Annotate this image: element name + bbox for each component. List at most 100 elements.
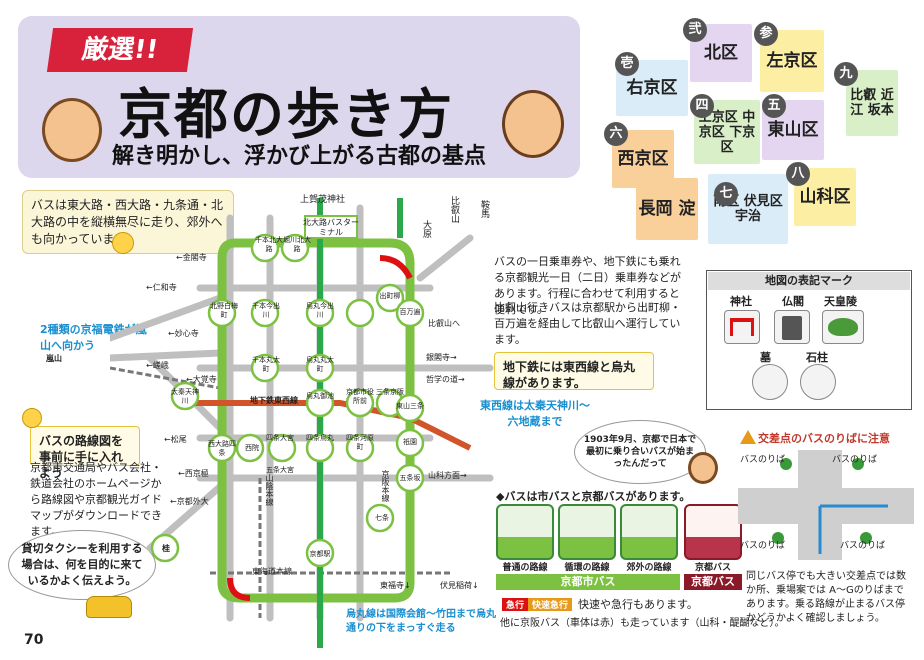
- ward-num-8: 八: [786, 162, 810, 186]
- note-streets-text: バスは東大路・西大路・九条通・北大路の中を縦横無尽に走り、郊外へも向かっています…: [31, 198, 224, 246]
- girl-avatar: [502, 90, 564, 158]
- map-dir-fushimiinari: 伏見稲荷↓: [440, 581, 479, 590]
- ward-kita: 北区: [690, 24, 752, 82]
- legend-label-temple: 仏閣: [782, 295, 804, 308]
- map-stop-shijo-omiya: 四条大宮: [266, 434, 294, 442]
- route-map: [110, 198, 494, 648]
- map-stop-kyoto-station: 京都駅: [309, 550, 331, 558]
- map-stop-hyakumanben: 百万遍: [399, 308, 421, 316]
- route-map-title-text: バスの路線図を事前に手に入れよう: [39, 434, 124, 480]
- bus-label-kyoto: 京都バス: [694, 563, 731, 573]
- mound-icon: [828, 318, 858, 336]
- map-stop-kitano: 北野白梅町: [210, 302, 238, 319]
- map-label-kamigamo: 上賀茂神社: [300, 195, 346, 205]
- map-stop-demachiyanagi: 出町柳: [379, 292, 401, 300]
- map-dir-hieizan: 比叡山へ: [428, 319, 460, 328]
- map-stop-nishioji-shijo: 西大路四条: [208, 440, 236, 457]
- page-title: 京都の歩き方: [118, 83, 454, 146]
- map-street-keihan: 京阪本線: [381, 470, 390, 502]
- fact-bubble: 1903年9月、京都で日本で最初に乗り合いバスが始まったんだって: [574, 420, 706, 484]
- map-dir-nishikyogoku: ←西京極: [178, 469, 209, 478]
- pointing-hand-icon: [22, 408, 42, 428]
- ward-num-5: 五: [762, 94, 786, 118]
- map-dir-tofukuji: 東福寺↓: [380, 581, 411, 590]
- note-streets: バスは東大路・西大路・九条通・北大路の中を縦横無尽に走り、郊外へも向かっています…: [22, 190, 234, 254]
- stop-label-d: バスのりば: [840, 541, 886, 551]
- legend-label-grave: 墓: [760, 351, 771, 364]
- map-street-sanin: 山陰本線: [265, 474, 274, 506]
- hieizan-note: 比叡山行きバスは京都駅から出町柳・百万遍を経由して比叡山へ運行しています。: [494, 301, 681, 346]
- ward-nagaoka: 長岡 淀: [636, 178, 698, 240]
- route-map-note-body: 京都市交通局やバス会社・鉄道会社のホームページから路線図や京都観光ガイドマップが…: [30, 461, 162, 538]
- bus-group-city: 京都市バス: [496, 574, 680, 590]
- bus-section-title: ◆バスは市バスと京都バスがあります。: [496, 490, 691, 503]
- ribbon-badge: 厳選!!: [46, 28, 194, 72]
- bus-group-kyoto: 京都バス: [684, 574, 742, 590]
- map-street-tozai: 地下鉄東西線: [250, 396, 298, 405]
- express-text: 快速や急行もあります。: [578, 598, 698, 611]
- intersection-title: 交差点のバスのりばに注意: [758, 432, 890, 445]
- taxi-bubble: 貸切タクシーを利用する場合は、何を目的に来ているかよく伝えよう。: [8, 530, 156, 600]
- map-stop-senbon-imadegawa: 千本今出川: [252, 302, 280, 319]
- bus-kyotobus-icon: [684, 504, 742, 560]
- stop-label-c: バスのりば: [740, 541, 786, 551]
- subway-note-text: 地下鉄には東西線と烏丸線があります。: [503, 360, 636, 390]
- ward-num-4: 四: [690, 94, 714, 118]
- grave-icon: [752, 364, 788, 400]
- boy-small-avatar: [688, 452, 718, 484]
- bus-loop-icon: [558, 504, 616, 560]
- map-dir-ginkakuji: 銀閣寺→: [426, 353, 457, 362]
- map-dir-daikakuji: ←大覚寺: [186, 375, 217, 384]
- map-dir-saga: ←嵯峨: [146, 361, 169, 370]
- ward-num-2: 弐: [683, 18, 707, 42]
- map-stop-senbon-marutamachi: 千本丸太町: [252, 356, 280, 373]
- ward-num-3: 参: [754, 22, 778, 46]
- map-stop-shiyakusho: 京都市役所前: [346, 388, 374, 405]
- map-dir-kinkakuji: ←金閣寺: [176, 253, 207, 262]
- stone-pillar-icon: [800, 364, 836, 400]
- map-dir-ninnaji: ←仁和寺: [146, 283, 177, 292]
- page-number: 70: [24, 632, 44, 648]
- fact-bubble-text: 1903年9月、京都で日本で最初に乗り合いバスが始まったんだって: [583, 435, 697, 469]
- map-dir-tetsugaku: 哲学の道→: [426, 375, 465, 384]
- map-dir-yamashina: 山科方面→: [428, 471, 467, 480]
- page-subtitle: 解き明かし、浮かび上がる古都の基点: [112, 144, 487, 169]
- map-stop-higashiyama-sanjo: 東山三条: [396, 402, 424, 410]
- bus-label-suburban: 郊外の路線: [626, 563, 672, 573]
- map-street-tokaido: 東海道本線: [252, 567, 292, 576]
- map-dir-matsuo: ←松尾: [164, 435, 187, 444]
- ward-yamashina: 山科区: [794, 168, 856, 226]
- map-stop-saiin: 西院: [245, 444, 259, 452]
- ward-num-6: 六: [604, 122, 628, 146]
- map-label-terminal: 北大路バスターミナル: [303, 218, 359, 237]
- map-stop-karasuma-marutamachi: 烏丸丸太町: [306, 356, 334, 373]
- map-stop-karasuma-imadegawa: 烏丸今出川: [306, 302, 334, 319]
- map-stop-gojozaka: 五条坂: [399, 474, 421, 482]
- rapid-badge: 快速急行: [528, 598, 573, 611]
- bus-normal-icon: [496, 504, 554, 560]
- stop-label-a: バスのりば: [740, 455, 786, 465]
- taxi-note-text: 貸切タクシーを利用する場合は、何を目的に来ているかよく伝えよう。: [21, 542, 143, 587]
- legend-label-tomb: 天皇陵: [824, 295, 857, 308]
- map-stop-gion: 祇園: [403, 438, 417, 446]
- map-stop-shijo-kawaramachi: 四条河原町: [346, 434, 374, 451]
- torii-icon: [730, 318, 754, 336]
- pagoda-icon: [782, 316, 802, 340]
- legend-title: 地図の表記マーク: [708, 272, 910, 290]
- bus-suburban-icon: [620, 504, 678, 560]
- map-label-ohara: 大原: [421, 220, 431, 238]
- tozai-note: 東西線は太秦天神川～六地蔵まで: [480, 399, 590, 428]
- taxi-icon: [86, 596, 132, 618]
- legend-label-pillar: 石柱: [806, 351, 828, 364]
- intersection-body: 同じバス停でも大きい交差点では数か所、乗場案では A～Gのりばまであります。乗る…: [746, 571, 906, 624]
- express-badge: 急行: [502, 598, 529, 611]
- subway-note: 地下鉄には東西線と烏丸線があります。: [494, 352, 654, 390]
- map-label-kurama: 鞍馬: [479, 200, 489, 218]
- map-stop-gojo-omiya: 五条大宮: [266, 466, 294, 474]
- pointing-hand-icon: [112, 232, 134, 254]
- ward-num-9: 九: [834, 62, 858, 86]
- ward-num-7: 七: [714, 182, 738, 206]
- map-stop-karasuma-oike: 烏丸御池: [306, 392, 334, 400]
- map-label-hieizan: 比叡山: [449, 196, 459, 223]
- boy-avatar: [42, 98, 102, 162]
